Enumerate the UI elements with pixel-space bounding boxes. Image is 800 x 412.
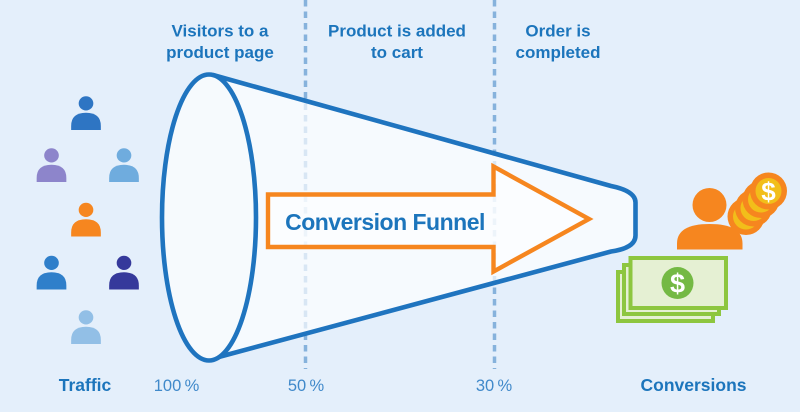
stage-2-percent: 50 % (288, 377, 325, 395)
person-icon (677, 188, 743, 250)
bill (628, 256, 728, 310)
stage-labels: Visitors to a product page Product is ad… (166, 22, 600, 63)
arrow-shape (265, 162, 594, 276)
stage-3-label-line-1: Order is (525, 22, 590, 41)
money-bills-icon: $ (616, 256, 728, 323)
funnel-mouth-ellipse (159, 72, 259, 363)
person-icon (71, 202, 101, 237)
stage-3-percent: 30 % (476, 377, 513, 395)
bill-dollar-circle (661, 267, 694, 299)
bottom-labels: Traffic 100 % 50 % 30 % Conversions (59, 375, 747, 395)
person-icon (71, 96, 101, 130)
stage-1-label-line-2: product page (166, 43, 274, 62)
stage-1-label-line-1: Visitors to a (172, 22, 270, 41)
funnel-outline (212, 72, 638, 361)
person-icon (36, 255, 67, 290)
funnel-title: Conversion Funnel (285, 209, 485, 235)
person-icon (71, 310, 101, 344)
coin: $ (750, 172, 787, 210)
conversion-arrow: Conversion Funnel (265, 162, 594, 276)
stage-2-label-line-1: Product is added (328, 22, 466, 41)
coins-icon: $ (727, 172, 787, 235)
traffic-people-group (36, 96, 139, 344)
stage-1-percent: 100 % (154, 377, 200, 395)
person-icon (109, 255, 139, 290)
person-icon (109, 148, 139, 182)
person-icon (36, 148, 67, 182)
stage-2-label-line-2: to cart (371, 43, 423, 62)
traffic-label: Traffic (59, 375, 112, 395)
conversions-group: $ $ (616, 172, 787, 323)
bill-dollar-symbol: $ (670, 269, 685, 299)
coin-dollar-symbol: $ (761, 177, 776, 207)
conversions-label: Conversions (641, 375, 747, 395)
stage-3-label-line-2: completed (515, 43, 600, 62)
